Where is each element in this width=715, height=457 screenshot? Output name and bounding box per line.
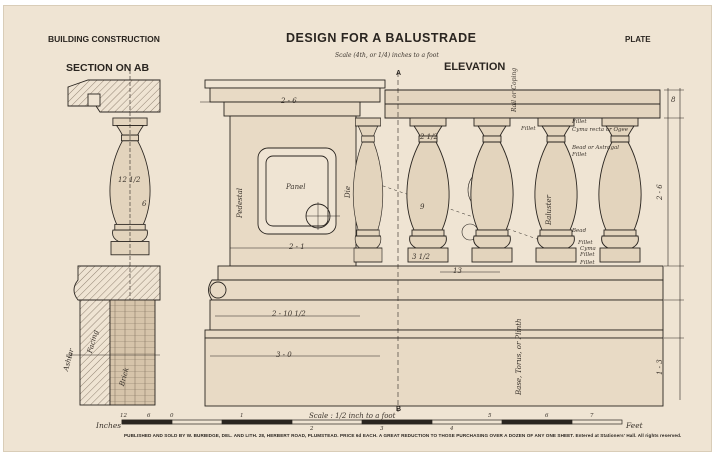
plate-label: PLATE — [625, 35, 651, 44]
elevation-title: ELEVATION — [444, 61, 506, 73]
scale-bar-label: Scale : 1/2 inch to a foot — [309, 412, 396, 420]
elevation-view — [204, 72, 664, 412]
pedestal-label: Pedestal — [236, 188, 244, 218]
plinth-label: Base, Torus, or Plinth — [515, 318, 523, 395]
callout-fillet: Fillet — [572, 152, 587, 158]
baluster — [534, 117, 578, 263]
section-view — [66, 70, 161, 406]
scale-bar — [121, 419, 623, 425]
callout-bead: Bead — [572, 228, 587, 234]
section-marker-a: A — [396, 70, 402, 77]
panel-label: Panel — [286, 183, 306, 191]
base-width: 3 - 0 — [276, 351, 292, 359]
dimension-rail — [200, 88, 684, 400]
scale-tick: 5 — [488, 413, 492, 419]
die-label: Die — [344, 186, 352, 198]
right-dim-b: 2 - 6 — [656, 184, 664, 200]
callout-cyma: Cyma — [580, 246, 596, 252]
scale-feet-label: Feet — [626, 421, 643, 430]
baluster-neck-dim: 3 1/2 — [412, 253, 430, 261]
top-dimension: 2 - 6 — [281, 97, 297, 105]
baluster-spacing: 13 — [453, 267, 462, 275]
baluster — [352, 117, 384, 263]
baluster-top-dim: 2 1/2 — [420, 133, 438, 141]
scale-tick: 6 — [147, 413, 151, 419]
callout-fillet: Fillet — [580, 260, 595, 266]
scale-tick: 12 — [120, 413, 127, 419]
plinth-width: 2 - 10 1/2 — [272, 310, 306, 318]
callout-cyma-recta: Cyma recta or Ogee — [572, 127, 628, 133]
baluster-dim: 9 — [420, 203, 425, 211]
series-label: BUILDING CONSTRUCTION — [48, 34, 160, 44]
scale-tick: 6 — [545, 413, 549, 419]
callout-bead-astragal: Bead or Astragal — [572, 145, 620, 151]
baluster-row — [352, 117, 642, 263]
scale-tick: 0 — [170, 413, 174, 419]
section-marker-b: B — [396, 406, 402, 413]
scale-inches-label: Inches — [96, 421, 122, 430]
page-title: DESIGN FOR A BALUSTRADE — [286, 31, 477, 45]
right-dim-c: 1 - 3 — [656, 359, 664, 375]
right-dim-a: 8 — [671, 96, 676, 104]
callout-fillet: Fillet — [578, 240, 593, 246]
callout-fillet: Fillet — [572, 119, 587, 125]
section-dim-top: 12 1/2 — [118, 176, 141, 184]
baluster — [598, 117, 642, 263]
section-title: SECTION ON AB — [66, 62, 150, 74]
section-dim-base: 2 — [68, 352, 73, 360]
rail-label: Rail or Coping — [511, 67, 518, 112]
scale-tick: 1 — [240, 413, 244, 419]
publisher-footer: PUBLISHED AND SOLD BY W. BURBIDGE, DEL. … — [124, 433, 682, 438]
scale-tick: 2 — [310, 426, 314, 432]
section-dim-mid: 6 — [142, 200, 147, 208]
scale-note: Scale (4th, or 1/4) inches to a foot — [335, 52, 439, 59]
scale-tick: 7 — [590, 413, 594, 419]
baluster — [470, 117, 514, 263]
baluster-label: Baluster — [545, 195, 553, 225]
callout-fillet: Fillet — [521, 126, 536, 132]
scale-tick: 3 — [380, 426, 384, 432]
pedestal-width: 2 - 1 — [289, 243, 305, 251]
callout-fillet: Fillet — [580, 252, 595, 258]
scale-tick: 4 — [450, 426, 454, 432]
